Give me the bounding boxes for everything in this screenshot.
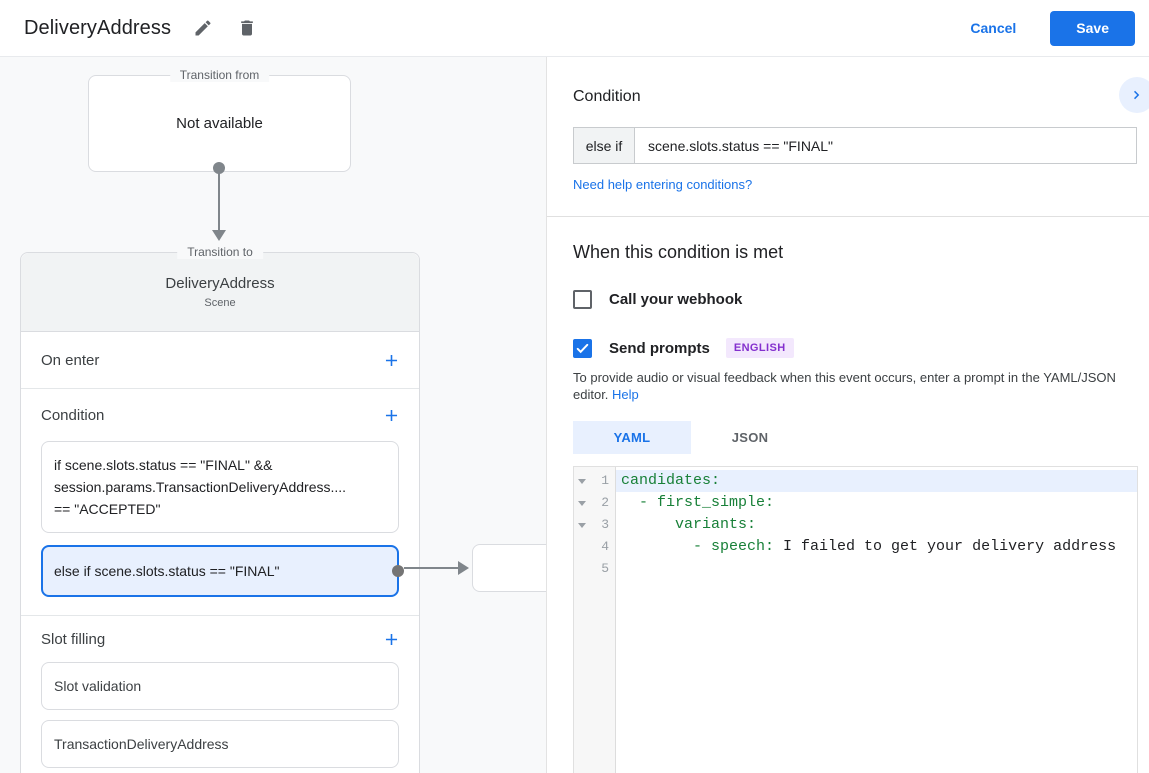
code-line[interactable]: candidates: (616, 470, 1137, 492)
help-link[interactable]: Help (612, 387, 639, 402)
chevron-right-icon (1134, 90, 1140, 100)
condition-arrow-line (404, 567, 460, 569)
plus-icon (385, 354, 397, 366)
language-badge: ENGLISH (725, 338, 794, 358)
scene-diagram-canvas: Transition from Not available Transition… (0, 57, 546, 773)
divider (21, 388, 419, 389)
code-line[interactable] (616, 558, 1137, 580)
line-number: 4 (601, 539, 609, 554)
send-prompts-checkbox[interactable] (573, 338, 592, 358)
transition-from-node: Transition from Not available (88, 68, 351, 172)
edit-button[interactable] (191, 16, 215, 40)
transition-arrow-head (212, 230, 226, 241)
condition-section-row: Condition (21, 389, 419, 441)
panel-title: Condition (573, 88, 641, 105)
editor-format-tabs: YAML JSON (573, 421, 1137, 454)
when-condition-met-title: When this condition is met (573, 242, 784, 262)
line-number: 1 (601, 473, 609, 488)
slot-item-transaction-delivery-address[interactable]: TransactionDeliveryAddress (41, 720, 399, 768)
line-number: 5 (601, 561, 609, 576)
save-button[interactable]: Save (1050, 10, 1135, 46)
plus-icon (385, 409, 397, 421)
fold-arrow-icon[interactable] (578, 523, 586, 528)
fold-arrow-icon[interactable] (578, 479, 586, 484)
scene-node-header[interactable]: DeliveryAddress Scene (21, 253, 419, 332)
line-number: 3 (601, 517, 609, 532)
condition-item-1[interactable]: if scene.slots.status == "FINAL" && sess… (41, 441, 399, 533)
condition-item-2-selected[interactable]: else if scene.slots.status == "FINAL" (41, 545, 404, 597)
check-icon (576, 343, 589, 353)
slot-filling-section-row: Slot filling (21, 616, 419, 662)
prompt-description: To provide audio or visual feedback when… (573, 370, 1116, 402)
tab-yaml[interactable]: YAML (573, 421, 691, 454)
transition-from-legend: Transition from (169, 68, 270, 82)
on-enter-label: On enter (41, 351, 100, 369)
call-webhook-label[interactable]: Call your webhook (609, 291, 743, 308)
scene-node-card: Transition to DeliveryAddress Scene On e… (20, 245, 420, 773)
divider (21, 615, 419, 616)
condition-prefix-label: else if (574, 128, 635, 163)
pencil-icon (195, 20, 211, 36)
transition-from-value: Not available (176, 115, 263, 132)
tab-json[interactable]: JSON (731, 430, 769, 445)
webhook-row: Call your webhook (573, 290, 1137, 309)
on-enter-section-row: On enter (21, 332, 419, 388)
slot-filling-label: Slot filling (41, 630, 106, 648)
line-number: 2 (601, 495, 609, 510)
scene-name: DeliveryAddress (165, 275, 275, 292)
transition-target-node[interactable] (472, 544, 546, 592)
condition-label: Condition (41, 406, 105, 424)
condition-expression-input[interactable]: scene.slots.status == "FINAL" (648, 137, 834, 154)
divider (547, 216, 1149, 217)
fold-arrow-icon[interactable] (578, 501, 586, 506)
yaml-code-editor[interactable]: 1 2 3 4 5 candidates: - first_simple: va… (573, 466, 1138, 773)
send-prompts-row: Send prompts ENGLISH (573, 338, 1137, 358)
add-condition-button[interactable] (379, 403, 403, 427)
condition-expression-row: else if scene.slots.status == "FINAL" (573, 127, 1137, 164)
editor-code-area[interactable]: candidates: - first_simple: variants: - … (616, 467, 1137, 773)
delete-button[interactable] (235, 16, 259, 40)
call-webhook-checkbox[interactable] (573, 290, 592, 309)
send-prompts-label[interactable]: Send prompts (609, 339, 710, 357)
code-line[interactable]: variants: (621, 516, 757, 533)
collapse-panel-button[interactable] (1119, 77, 1149, 113)
scene-type-label: Scene (204, 297, 236, 309)
condition-arrow-head (458, 561, 469, 575)
cancel-button[interactable]: Cancel (970, 20, 1017, 36)
add-on-enter-button[interactable] (379, 348, 403, 372)
trash-icon (241, 20, 253, 36)
top-bar: DeliveryAddress Cancel Save (0, 0, 1149, 57)
page-title: DeliveryAddress (24, 16, 172, 39)
editor-gutter: 1 2 3 4 5 (574, 467, 616, 773)
slot-item-validation[interactable]: Slot validation (41, 662, 399, 710)
transition-arrow-line (218, 169, 220, 231)
arrow-start-dot (213, 162, 225, 174)
transition-to-legend: Transition to (177, 245, 263, 259)
code-line[interactable]: - speech: I failed to get your delivery … (621, 538, 1117, 555)
plus-icon (385, 633, 397, 645)
condition-editor-panel: Condition else if scene.slots.status == … (546, 57, 1149, 773)
add-slot-button[interactable] (379, 627, 403, 651)
conditions-help-link[interactable]: Need help entering conditions? (573, 177, 753, 192)
code-line[interactable]: - first_simple: (621, 494, 775, 511)
connector-dot (392, 565, 404, 577)
